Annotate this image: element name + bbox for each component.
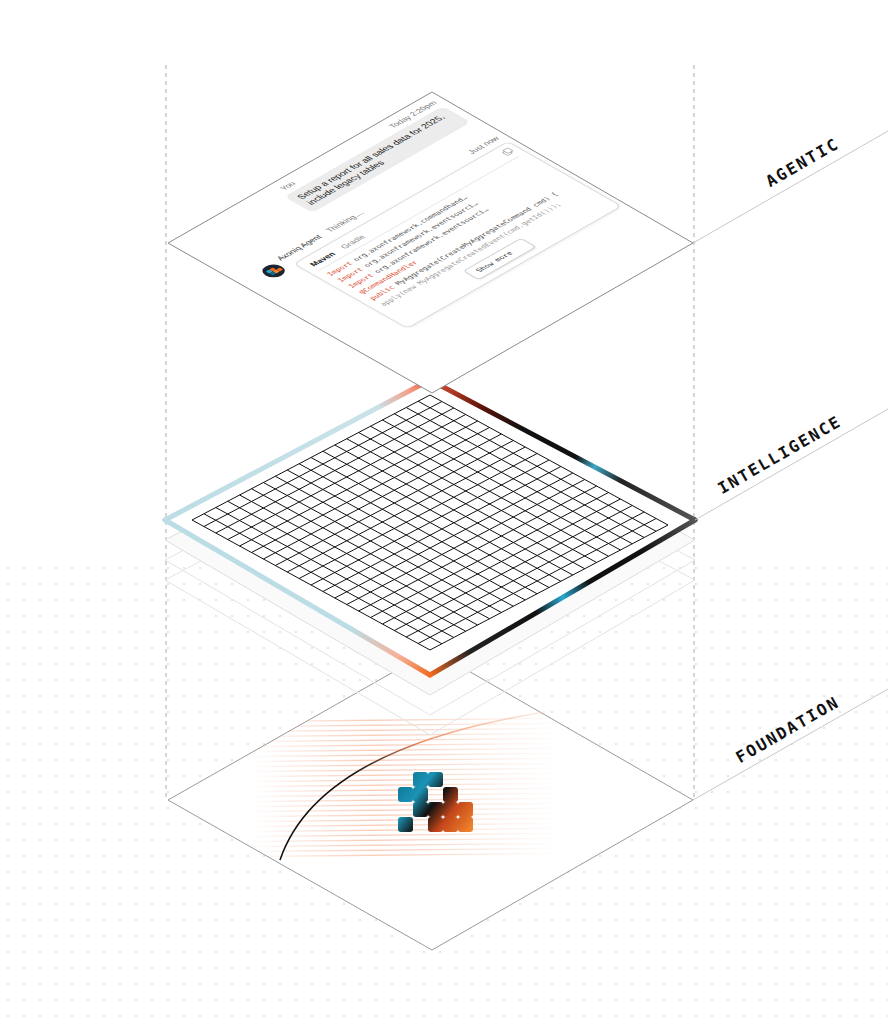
- stripe: [200, 753, 600, 757]
- layer-label: INTELLIGENCE: [715, 413, 845, 498]
- layer-label: FOUNDATION: [733, 693, 843, 767]
- stripe: [200, 743, 600, 747]
- text-row: Importorg.axonframework.eventsourci…: [345, 171, 554, 291]
- chat-plane: Setup a report for all sales data for 20…: [168, 92, 696, 393]
- stripe: [200, 758, 600, 762]
- logo: [398, 772, 473, 832]
- arc: [280, 712, 545, 860]
- stripe: [200, 738, 600, 742]
- stripe: [200, 763, 600, 767]
- grid-line: [335, 473, 573, 598]
- stripe: [200, 728, 600, 732]
- stripe: [200, 808, 600, 812]
- stripe: [200, 718, 600, 722]
- grid-line: [311, 460, 549, 585]
- stripe: [200, 723, 600, 727]
- guide-lines: [166, 65, 694, 950]
- grid-line: [347, 480, 585, 605]
- stripe: [200, 783, 600, 787]
- stripe: [200, 768, 600, 772]
- grid-line: [216, 408, 454, 533]
- intelligence-plane: [165, 380, 695, 675]
- stripe: [200, 778, 600, 782]
- box-text: Show more: [474, 250, 514, 273]
- grid-line: [252, 428, 490, 553]
- grid-line: [394, 506, 632, 631]
- grid-line: [287, 447, 525, 572]
- grid-line: [406, 512, 644, 637]
- tab-label: Gradle: [339, 234, 368, 251]
- leader-lines: [693, 131, 888, 800]
- stripe: [200, 833, 600, 837]
- grid-line: [192, 520, 430, 650]
- grid-line: [371, 493, 609, 618]
- text-row: @CommandHandler: [355, 177, 564, 297]
- agent-avatar: [258, 262, 290, 280]
- stripe: [200, 853, 600, 857]
- grid-line: [228, 415, 466, 540]
- text-row: apply(new MyAggregateCreatedEvent(cmd.ge…: [377, 189, 586, 309]
- grid-line: [263, 434, 501, 559]
- stripe: [200, 803, 600, 807]
- grid-line: [192, 395, 430, 520]
- grid-line: [204, 402, 442, 527]
- grid-line: [430, 525, 668, 650]
- stripe: [200, 733, 600, 737]
- text-row: publicMyAggregate(CreateMyAggregateComma…: [366, 183, 575, 303]
- agentic-plane: [168, 92, 693, 393]
- stripe: [200, 843, 600, 847]
- text-row: Importorg.axonframework.eventsourci…: [334, 165, 543, 285]
- layer-label: AGENTIC: [763, 135, 843, 191]
- stripe: [200, 848, 600, 852]
- copy-icon: [500, 147, 516, 156]
- grid: [192, 395, 668, 650]
- stripe: [200, 773, 600, 777]
- grid-line: [323, 467, 561, 592]
- grid-line: [275, 441, 513, 566]
- grid-line: [382, 499, 620, 624]
- tab-label: Maven: [308, 251, 338, 268]
- grid-line: [418, 519, 656, 644]
- stripe-texture: [200, 718, 600, 857]
- stripe: [200, 838, 600, 842]
- grid-line: [299, 454, 537, 579]
- stripe: [200, 813, 600, 817]
- intelligence-border: [165, 380, 695, 675]
- grid-line: [240, 421, 478, 546]
- grid-line: [359, 486, 597, 611]
